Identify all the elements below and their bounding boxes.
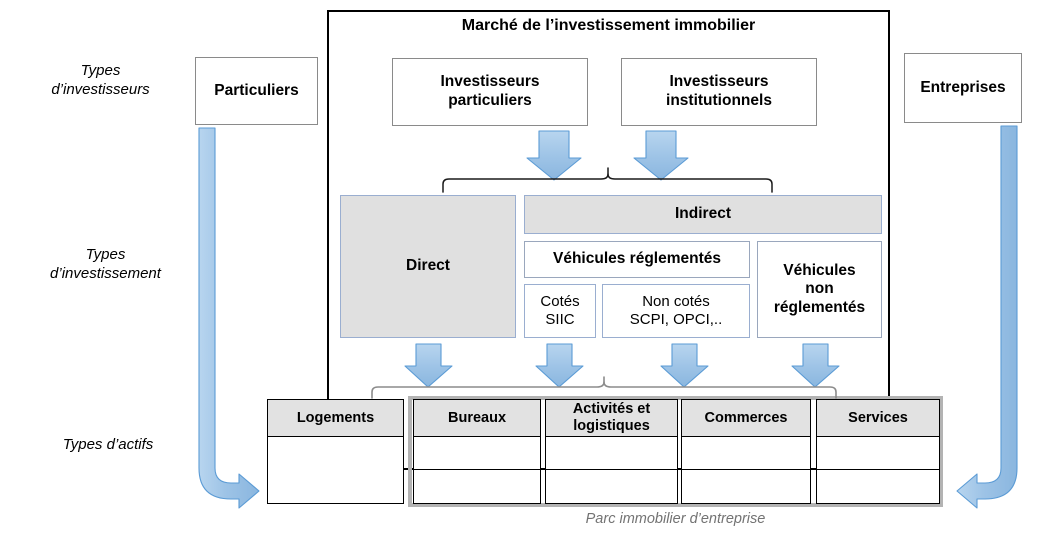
elbow-arrow-down-right-icon: [198, 127, 260, 509]
side-box-particuliers[interactable]: Particuliers: [195, 57, 318, 125]
investment-box-indirect[interactable]: Indirect: [524, 195, 882, 234]
asset-header-activites-logistiques: Activités et logistiques: [545, 399, 678, 437]
investment-box-direct[interactable]: Direct: [340, 195, 516, 338]
asset-column-activites-logistiques[interactable]: Activités et logistiques: [545, 399, 678, 504]
side-box-entreprises[interactable]: Entreprises: [904, 53, 1022, 123]
asset-body-services-lower: [816, 470, 940, 504]
asset-body-services-upper: [816, 437, 940, 470]
asset-body-commerces-upper: [681, 437, 811, 470]
asset-body-bureaux-lower: [413, 470, 541, 504]
asset-header-services: Services: [816, 399, 940, 437]
row-label-types-investisseurs: Types d’investisseurs: [51, 62, 150, 98]
investment-box-vehicules-reglementes[interactable]: Véhicules réglementés: [524, 241, 750, 278]
asset-column-commerces[interactable]: Commerces: [681, 399, 811, 504]
asset-column-logements[interactable]: Logements: [267, 399, 404, 504]
asset-body-activites-lower: [545, 470, 678, 504]
parc-caption: Parc immobilier d’entreprise: [585, 511, 766, 527]
market-title: Marché de l’investissement immobilier: [461, 17, 756, 34]
investment-box-cotes-siic[interactable]: Cotés SIIC: [524, 284, 596, 338]
investment-box-non-cotes[interactable]: Non cotés SCPI, OPCI,..: [602, 284, 750, 338]
asset-column-services[interactable]: Services: [816, 399, 940, 504]
asset-body-bureaux-upper: [413, 437, 541, 470]
asset-body-commerces-lower: [681, 470, 811, 504]
elbow-arrow-down-left-icon: [956, 125, 1018, 509]
row-label-types-actifs: Types d’actifs: [62, 436, 154, 453]
investor-box-institutionnels[interactable]: Investisseurs institutionnels: [621, 58, 817, 126]
asset-header-bureaux: Bureaux: [413, 399, 541, 437]
asset-body-logements: [267, 437, 404, 504]
investment-box-vehicules-non-reglementes[interactable]: Véhicules non réglementés: [757, 241, 882, 338]
asset-header-commerces: Commerces: [681, 399, 811, 437]
asset-body-activites-upper: [545, 437, 678, 470]
asset-header-logements: Logements: [267, 399, 404, 437]
asset-column-bureaux[interactable]: Bureaux: [413, 399, 541, 504]
investor-box-particuliers[interactable]: Investisseurs particuliers: [392, 58, 588, 126]
row-label-types-investissement: Types d’investissement: [50, 246, 161, 282]
